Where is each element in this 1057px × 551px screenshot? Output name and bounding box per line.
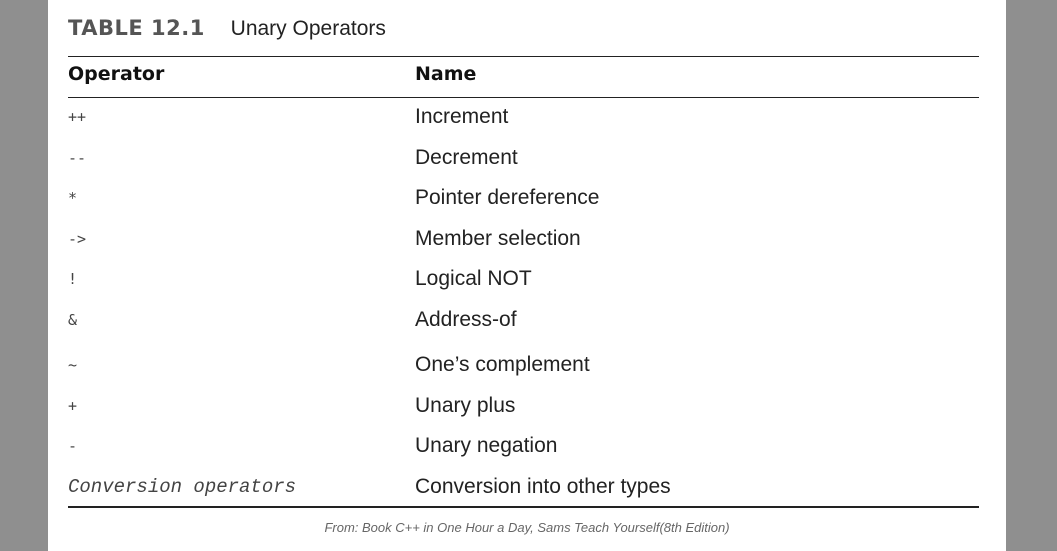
table-row: ~ One’s complement: [48, 352, 1006, 382]
table-row: + Unary plus: [48, 393, 1006, 423]
header-name: Name: [415, 63, 477, 85]
table-row: ++ Increment: [48, 104, 1006, 134]
operator-cell: --: [68, 149, 87, 167]
table-row: * Pointer dereference: [48, 185, 1006, 215]
operator-cell: +: [68, 397, 78, 415]
operator-cell: &: [68, 311, 78, 329]
name-cell: Logical NOT: [415, 267, 532, 290]
name-cell: Pointer dereference: [415, 186, 600, 209]
operator-cell: !: [68, 270, 78, 288]
operator-cell: ++: [68, 108, 87, 126]
operator-cell: *: [68, 189, 78, 207]
top-rule: [68, 56, 979, 57]
table-caption: TABLE 12.1 Unary Operators: [68, 16, 386, 41]
operator-cell: ->: [68, 230, 87, 248]
operator-cell: Conversion operators: [68, 476, 297, 498]
table-row: - Unary negation: [48, 433, 1006, 463]
table-row: & Address-of: [48, 307, 1006, 337]
header-operator: Operator: [68, 63, 165, 85]
bottom-rule: [68, 506, 979, 508]
header-rule: [68, 97, 979, 98]
name-cell: Increment: [415, 105, 509, 128]
name-cell: Unary negation: [415, 434, 558, 457]
name-cell: One’s complement: [415, 353, 590, 376]
operator-cell: -: [68, 437, 78, 455]
document-page: TABLE 12.1 Unary Operators Operator Name…: [48, 0, 1006, 551]
table-row: -> Member selection: [48, 226, 1006, 256]
table-row: ! Logical NOT: [48, 266, 1006, 296]
source-citation: From: Book C++ in One Hour a Day, Sams T…: [324, 520, 730, 535]
table-number: TABLE 12.1: [68, 16, 205, 40]
table-row: -- Decrement: [48, 145, 1006, 175]
name-cell: Conversion into other types: [415, 475, 671, 498]
name-cell: Address-of: [415, 308, 517, 331]
table-title: Unary Operators: [230, 17, 386, 40]
operator-cell: ~: [68, 356, 78, 374]
name-cell: Decrement: [415, 146, 518, 169]
name-cell: Member selection: [415, 227, 581, 250]
table-row: Conversion operators Conversion into oth…: [48, 474, 1006, 504]
name-cell: Unary plus: [415, 394, 516, 417]
